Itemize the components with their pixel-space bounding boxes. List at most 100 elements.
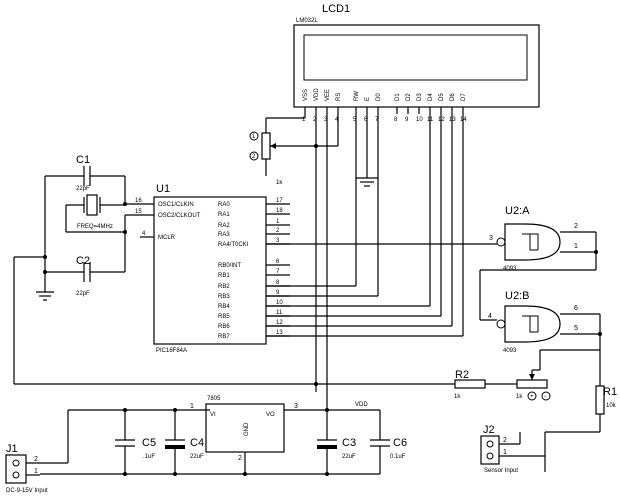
- lcd-pin-name: E: [365, 97, 371, 101]
- u1-right-pin-name: RB2: [218, 284, 230, 290]
- svg-text:+: +: [530, 394, 534, 400]
- u1-right-pin-number: 18: [276, 208, 283, 214]
- u2a-out-pin: 3: [489, 235, 493, 242]
- c4-ref: C4: [190, 437, 204, 449]
- lcd-part: LM032L: [296, 18, 318, 24]
- c2-value: 22pF: [76, 291, 90, 297]
- u1-left-pin-name: MCLR: [158, 235, 176, 241]
- pot2-value: 1k: [516, 394, 523, 400]
- j1-connector: [5, 454, 27, 484]
- u1-right-pin-number: 9: [276, 290, 280, 296]
- j1-pin2: 2: [34, 456, 38, 463]
- lcd-pin-name: RS: [336, 93, 342, 101]
- vdd-label: VDD: [355, 402, 368, 408]
- u1-right-pin-name: RB4: [218, 304, 230, 310]
- u2b-out-pin: 4: [488, 313, 492, 320]
- crystal-label: FREQ=4MHz: [77, 224, 113, 230]
- j2-ref: J2: [483, 424, 495, 436]
- c4-value: 22uF: [190, 454, 204, 460]
- reg-gnd: GND: [244, 422, 250, 436]
- lcd-pin-name: D4: [428, 93, 434, 101]
- lcd-pin-number: 13: [449, 117, 456, 123]
- r1-ref: R1: [603, 386, 617, 398]
- j2-connector: [480, 435, 500, 465]
- u2a-in2-pin: 1: [574, 243, 578, 250]
- u2a-part: 4093: [503, 266, 517, 272]
- lcd-pin-name: D3: [417, 93, 423, 101]
- reg-ref: 7805: [207, 396, 221, 402]
- u1-right-pin-name: RA0: [218, 202, 230, 208]
- u1-right-pin-number: 2: [276, 228, 280, 234]
- lcd-module: [293, 24, 540, 108]
- r1-value: 10k: [606, 403, 617, 409]
- r2-body: [454, 379, 486, 389]
- u1-right-pin-number: 3: [276, 238, 280, 244]
- lcd-pin-number: 14: [460, 117, 467, 123]
- lcd-pin-name: RW: [354, 91, 360, 101]
- u2b-schmitt-icon: [522, 315, 539, 333]
- reg-pin1: 1: [190, 403, 194, 410]
- lcd-pin-name: D0: [376, 93, 382, 101]
- lcd-pin-name: VEE: [325, 89, 331, 101]
- lcd-pin-name: D2: [406, 93, 412, 101]
- contrast-pot-wiper-arrow: [270, 143, 276, 149]
- reg-pin3: 3: [294, 403, 298, 410]
- lcd-screen: [303, 34, 528, 81]
- u2b-in2-pin: 5: [574, 325, 578, 332]
- lcd-pin-name: VSS: [303, 89, 309, 101]
- c5-ref: C5: [142, 437, 156, 449]
- u1-right-pin-name: RB6: [218, 324, 230, 330]
- u1-left-pin-number: 16: [135, 198, 142, 204]
- u2b-in1-pin: 6: [574, 305, 578, 312]
- u2a-in1-pin: 2: [574, 223, 578, 230]
- u1-right-pin-name: RA4/T0CKI: [218, 242, 249, 248]
- u1-right-pin-number: 11: [276, 310, 283, 316]
- c1-ref: C1: [76, 154, 90, 166]
- j2-label: Sensor Input: [484, 468, 518, 474]
- lcd-pin-name: VDD: [314, 88, 320, 101]
- lcd-pin-number: 9: [405, 117, 409, 123]
- lcd-pin-name: D7: [461, 93, 467, 101]
- c3-value: 22uF: [342, 454, 356, 460]
- pot2-body: [516, 379, 548, 389]
- crystal-body: [86, 194, 98, 216]
- lcd-pin-number: 12: [438, 117, 445, 123]
- j2-pin1: 1: [503, 449, 507, 456]
- lcd-pin-number: 10: [416, 117, 423, 123]
- lcd-pin-number: 8: [394, 117, 398, 123]
- u2b-ref: U2:B: [505, 290, 529, 302]
- lcd-pins: VSS1VDD2VEE3RS4RW5E6D07D18D29D310D411D51…: [302, 88, 467, 123]
- reg-vi: VI: [210, 412, 216, 418]
- u1-right-pin-number: 6: [276, 259, 280, 265]
- u1-right-pin-number: 17: [276, 198, 283, 204]
- lcd-pin-number: 5: [353, 117, 357, 123]
- u1-left-pin-number: 4: [142, 231, 146, 237]
- c3-polar-plate: [317, 445, 337, 449]
- lcd-pin-name: D5: [439, 93, 445, 101]
- u1-right-pin-number: 8: [276, 280, 280, 286]
- lcd-pin-number: 2: [313, 117, 317, 123]
- r2-value: 1k: [454, 394, 461, 400]
- u1-right-pin-name: RA1: [218, 212, 230, 218]
- contrast-pot-body: [261, 132, 271, 160]
- u1-right-pin-number: 7: [276, 269, 280, 275]
- r2-ref: R2: [455, 369, 469, 381]
- u1-right-pin-name: RA2: [218, 223, 230, 229]
- reg-pin2: 2: [238, 455, 242, 462]
- u1-right-pin-name: RA3: [218, 232, 230, 238]
- u1-part: PIC16F84A: [156, 348, 187, 354]
- j1-label: DC-9-15V Input: [6, 488, 48, 494]
- u1-body: [153, 196, 267, 345]
- u1-right-pin-number: 12: [276, 320, 283, 326]
- u2a-schmitt-icon: [522, 233, 539, 251]
- u2b-nand-gate: [504, 305, 561, 343]
- lcd-ref: LCD1: [322, 3, 350, 15]
- pot1-pin2-marker: [249, 151, 259, 161]
- u1-right-pin-name: RB0/INT: [218, 263, 241, 269]
- pot1-pin1-label: 1: [252, 134, 256, 140]
- u1-left-pin-name: OSC2/CLKOUT: [158, 213, 201, 219]
- lcd-pin-name: D1: [395, 93, 401, 101]
- u1-right-pin-name: RB1: [218, 273, 230, 279]
